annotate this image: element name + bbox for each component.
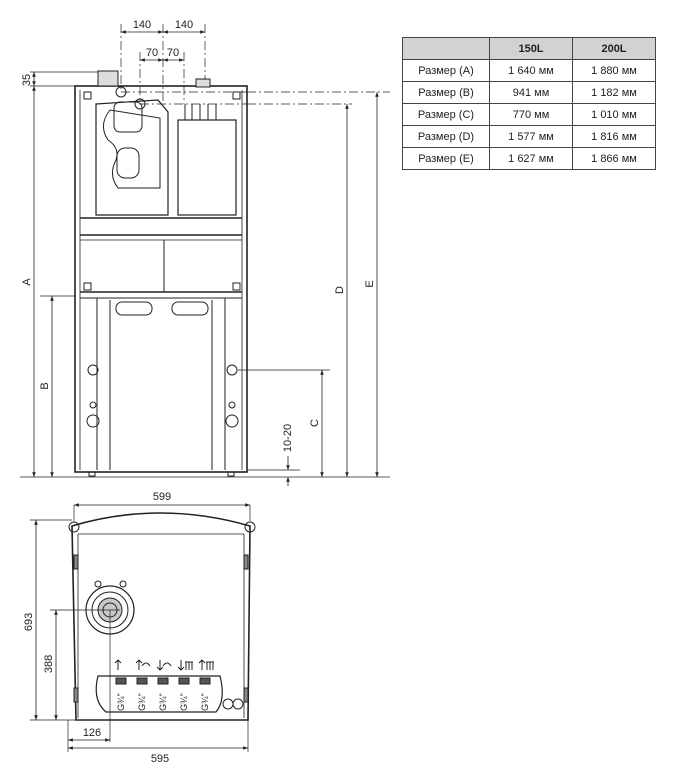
thread-label-2: G¾" bbox=[137, 693, 147, 711]
row-value-150l: 1 640 мм bbox=[489, 59, 573, 82]
row-label: Размер (C) bbox=[402, 103, 490, 126]
table-header-empty bbox=[402, 37, 490, 60]
row-value-150l: 1 577 мм bbox=[489, 125, 573, 148]
row-label: Размер (E) bbox=[402, 147, 490, 170]
bottom-view bbox=[30, 505, 256, 752]
thread-label-5: G¾" bbox=[200, 693, 210, 711]
table-row: Размер (B) 941 мм 1 182 мм bbox=[402, 81, 656, 104]
table-row: Размер (A) 1 640 мм 1 880 мм bbox=[402, 59, 656, 82]
dim-10-20: 10-20 bbox=[282, 424, 294, 452]
label-b: B bbox=[39, 382, 51, 389]
row-value-200l: 1 880 мм bbox=[572, 59, 656, 82]
row-value-200l: 1 816 мм bbox=[572, 125, 656, 148]
dim-70-right: 70 bbox=[167, 47, 179, 59]
thread-label-1: G¾" bbox=[116, 693, 126, 711]
label-a: A bbox=[21, 278, 33, 286]
label-d: D bbox=[334, 286, 346, 294]
cabinet-outline bbox=[74, 85, 248, 473]
row-value-150l: 1 627 мм bbox=[489, 147, 573, 170]
symbol-heating-return-icon bbox=[177, 660, 193, 671]
row-value-150l: 770 мм bbox=[489, 103, 573, 126]
tank-module bbox=[177, 119, 237, 216]
port-upper-right bbox=[226, 364, 238, 376]
heat-exchanger-window bbox=[116, 147, 140, 179]
label-e: E bbox=[364, 280, 376, 287]
symbol-gas-icon bbox=[114, 659, 122, 670]
flue-cap-right bbox=[195, 78, 211, 88]
dim-140-right: 140 bbox=[175, 19, 193, 31]
dim-126: 126 bbox=[83, 727, 101, 739]
table-header-150l: 150L bbox=[489, 37, 573, 60]
table-header-200l: 200L bbox=[572, 37, 656, 60]
boiler-module bbox=[95, 99, 169, 216]
flue-cap-left bbox=[97, 70, 119, 87]
row-value-200l: 1 010 мм bbox=[572, 103, 656, 126]
table-header-row: 150L 200L bbox=[402, 37, 656, 60]
dim-70-left: 70 bbox=[146, 47, 158, 59]
dim-140-left: 140 bbox=[133, 19, 151, 31]
table-row: Размер (C) 770 мм 1 010 мм bbox=[402, 103, 656, 126]
bottom-outline bbox=[71, 512, 251, 721]
row-value-150l: 941 мм bbox=[489, 81, 573, 104]
front-dimensions bbox=[32, 30, 379, 486]
symbol-dhw-out-icon bbox=[135, 659, 151, 670]
table-row: Размер (D) 1 577 мм 1 816 мм bbox=[402, 125, 656, 148]
thread-label-3: G¾" bbox=[158, 693, 168, 711]
row-value-200l: 1 182 мм bbox=[572, 81, 656, 104]
dim-599: 599 bbox=[153, 491, 171, 503]
symbol-dhw-in-icon bbox=[156, 660, 172, 671]
dim-388: 388 bbox=[43, 655, 55, 673]
thread-label-4: G¾" bbox=[179, 693, 189, 711]
row-value-200l: 1 866 мм bbox=[572, 147, 656, 170]
row-label: Размер (D) bbox=[402, 125, 490, 148]
front-view bbox=[20, 24, 390, 478]
dim-35: 35 bbox=[21, 74, 33, 86]
dim-595: 595 bbox=[151, 753, 169, 765]
dim-693: 693 bbox=[23, 613, 35, 631]
port-upper-left bbox=[87, 364, 99, 376]
symbol-heating-flow-icon bbox=[198, 659, 214, 670]
row-label: Размер (A) bbox=[402, 59, 490, 82]
row-label: Размер (B) bbox=[402, 81, 490, 104]
connection-tray bbox=[95, 675, 223, 713]
bottom-dimensions bbox=[34, 503, 250, 750]
table-row: Размер (E) 1 627 мм 1 866 мм bbox=[402, 147, 656, 170]
dimension-table: 150L 200L Размер (A) 1 640 мм 1 880 мм Р… bbox=[402, 37, 656, 170]
label-c: C bbox=[309, 419, 321, 427]
